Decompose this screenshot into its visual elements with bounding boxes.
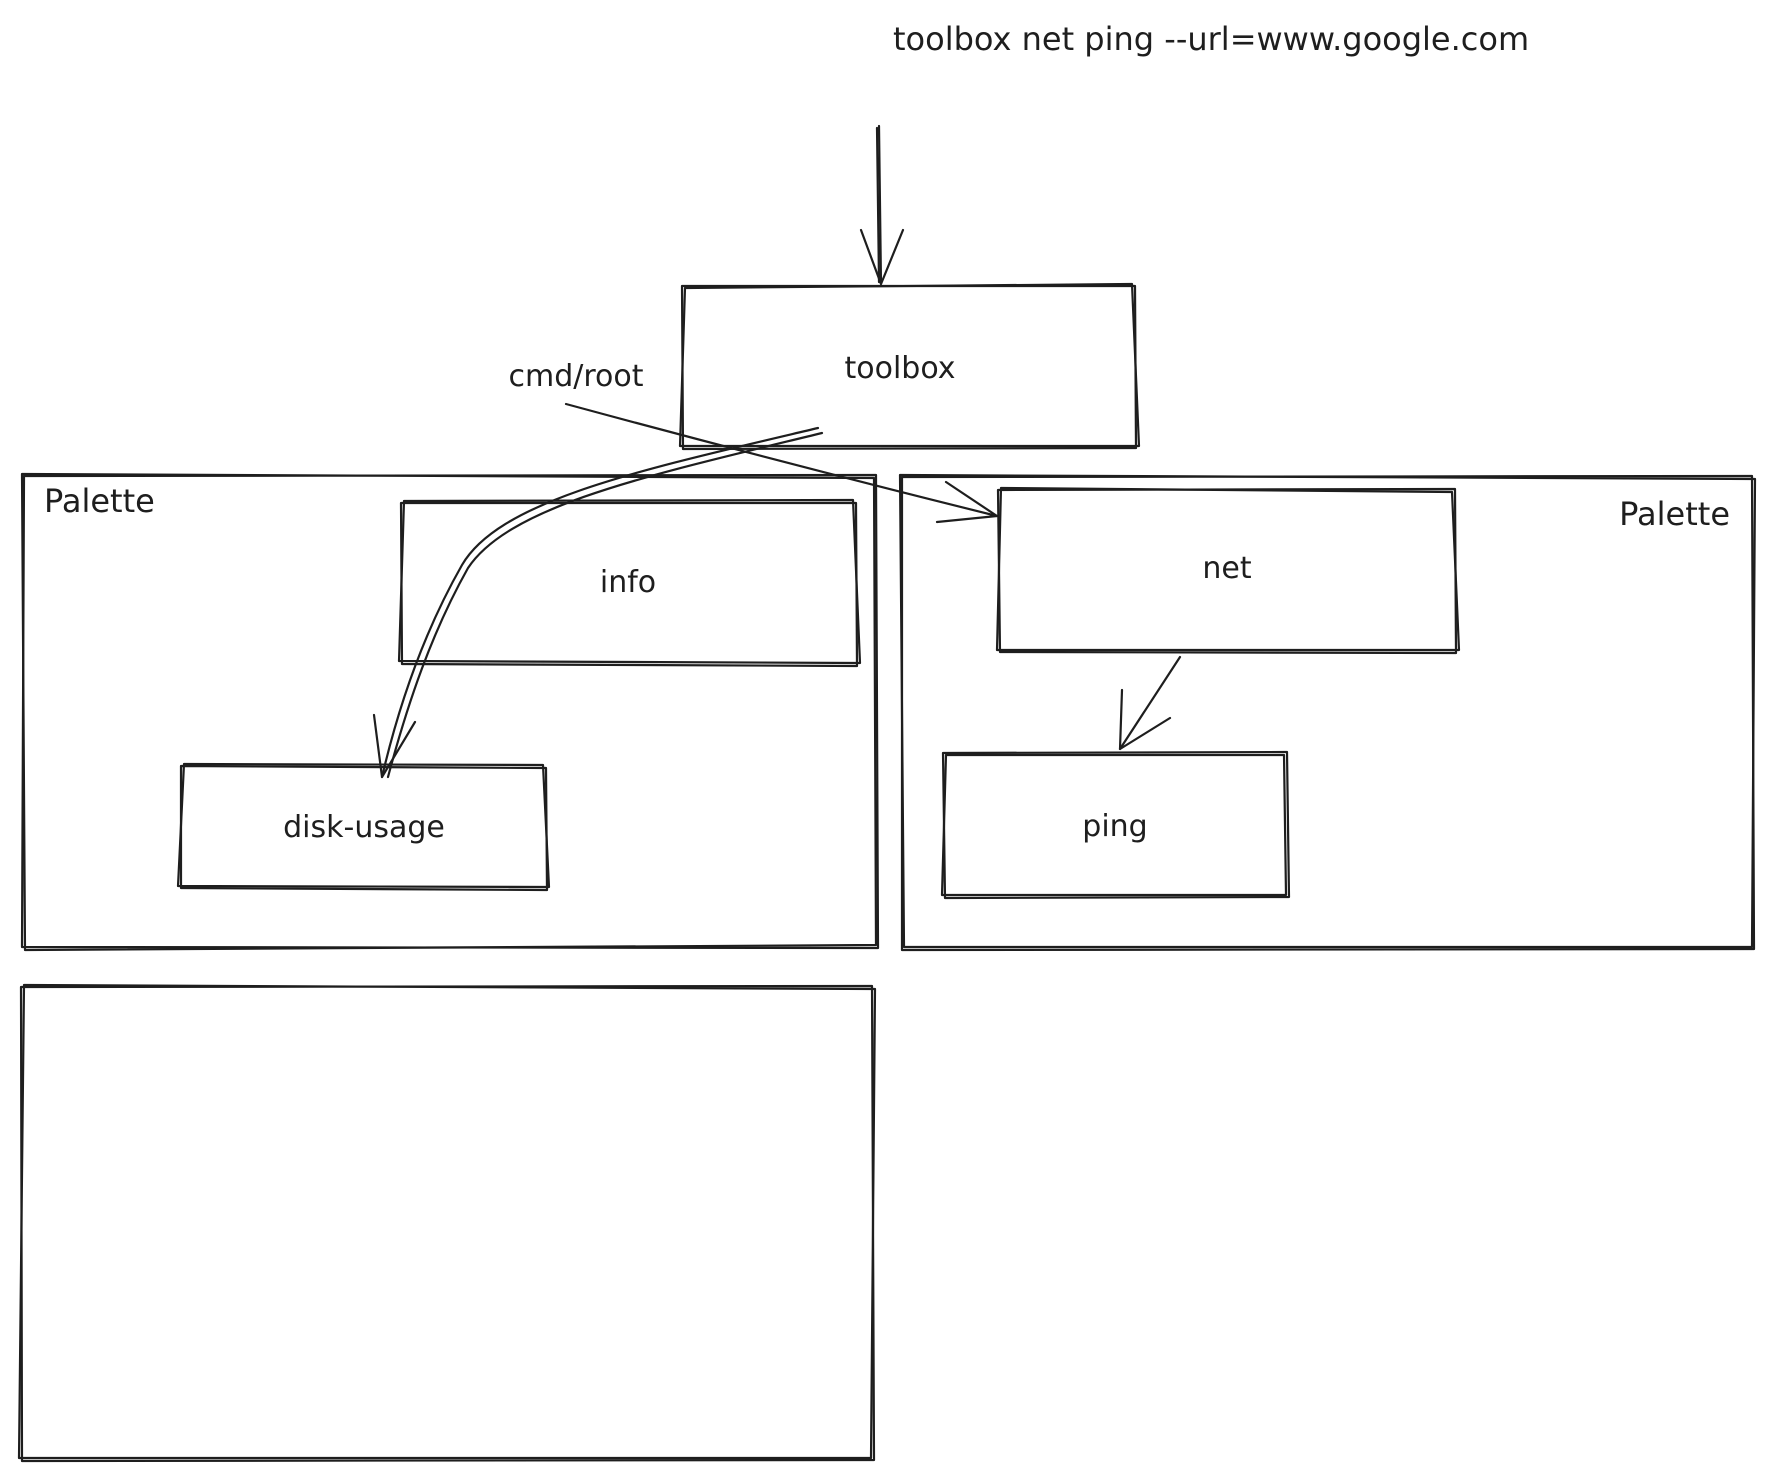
info-node[interactable]: info (397, 498, 862, 668)
palette-left-label: Palette (44, 482, 155, 520)
toolbox-to-disk-usage-arrow (372, 426, 824, 779)
cmd-root-to-net-arrow (564, 402, 999, 524)
command-text: toolbox net ping --url=www.google.com (893, 20, 1529, 58)
palette-left: Palette (20, 472, 880, 952)
toolbox-node[interactable]: toolbox (678, 282, 1141, 451)
ping-label: ping (1082, 809, 1147, 844)
disk-usage-label: disk-usage (283, 810, 445, 845)
net-node[interactable]: net (995, 486, 1461, 655)
net-label: net (1202, 551, 1251, 586)
palette-right: Palette (898, 473, 1757, 952)
palette-right-label: Palette (1619, 495, 1730, 533)
edge-label-cmd-root: cmd/root (508, 359, 643, 394)
disk-usage-node[interactable]: disk-usage (176, 762, 551, 892)
empty-box (17, 983, 877, 1463)
toolbox-label: toolbox (844, 351, 955, 386)
net-to-ping-arrow (1118, 655, 1182, 751)
info-label: info (600, 565, 656, 600)
ping-node[interactable]: ping (940, 750, 1291, 900)
command-to-toolbox-arrow (859, 124, 905, 286)
